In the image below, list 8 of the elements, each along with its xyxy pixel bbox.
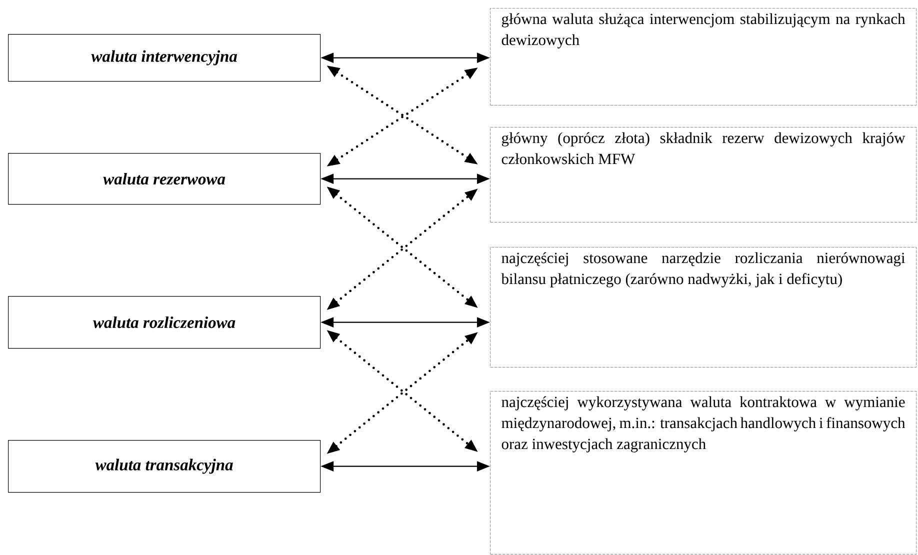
description-box: najczęściej stosowane narzędzie rozliczania nierównowagi bilansu płatniczego (zarówno nadwyżki, jak i deficytu) (490, 247, 916, 368)
description-box: główny (oprócz złota) składnik rezerw dewizowych krajów członkowskich MFW (490, 127, 916, 222)
term-box: waluta rezerwowa (8, 153, 321, 205)
description-box: najczęściej wykorzystywana waluta kontraktowa w wymianie międzynarodowej, m.in.: transakcjach handlowych i finansowych oraz inwestycjach zagranicznych (490, 391, 916, 554)
term-box: waluta rozliczeniowa (8, 296, 321, 349)
description-box: główna waluta służąca interwencjom stabilizującym na rynkach dewizowych (490, 8, 916, 106)
term-box: waluta transakcyjna (8, 440, 321, 493)
term-box: waluta interwencyjna (8, 34, 321, 82)
